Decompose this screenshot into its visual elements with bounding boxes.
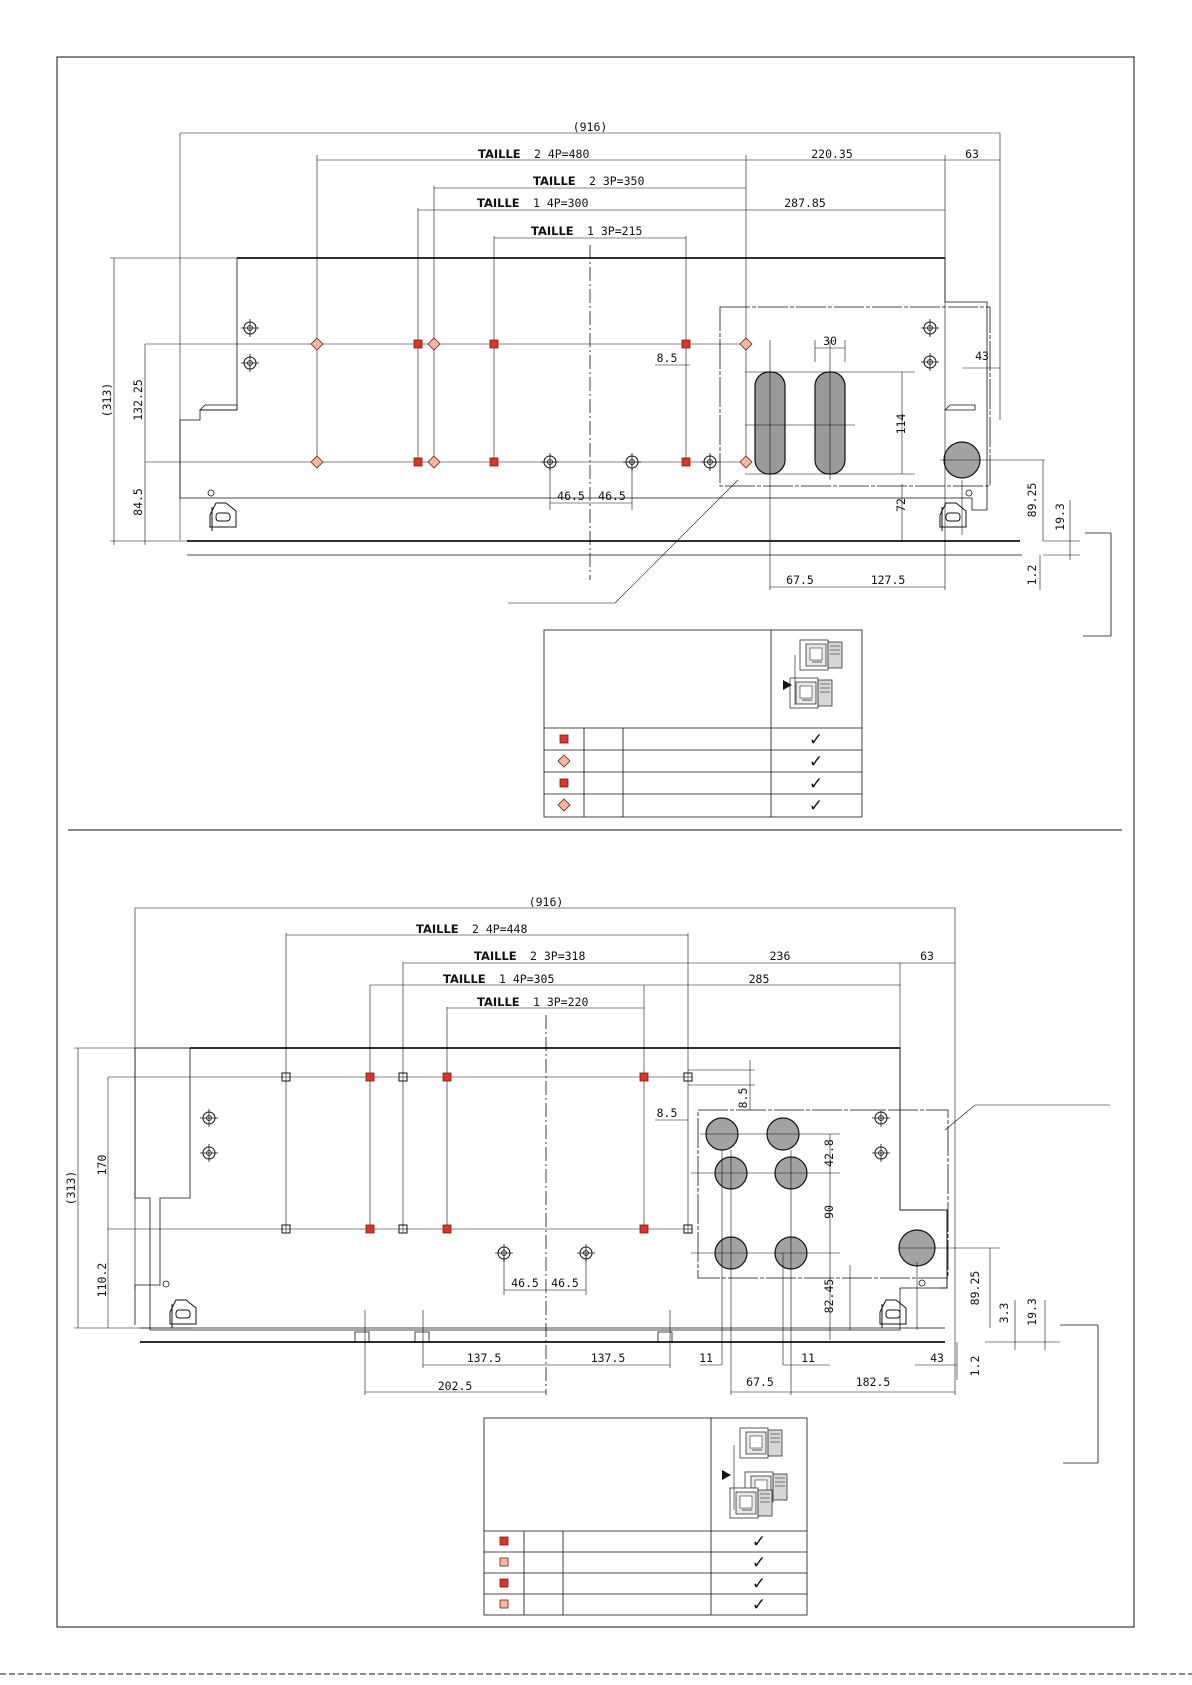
dim-30: 30	[823, 334, 837, 348]
bottom-size-value: 1 3P=220	[533, 995, 588, 1009]
dim-11: 11	[801, 1351, 815, 1365]
top-view: (916) TAILLE 2 4P=480 TAILLE 2 3P=350 TA…	[100, 120, 1112, 818]
dim-8-5: 8.5	[657, 1106, 678, 1120]
top-size-label: TAILLE	[533, 174, 576, 188]
check-icon: ✓	[752, 1595, 766, 1615]
dim-132-25: 132.25	[131, 379, 145, 421]
bottom-size-label: TAILLE	[443, 972, 486, 986]
dim-42-8: 42.8	[822, 1139, 836, 1167]
check-icon: ✓	[809, 730, 823, 750]
dim-46-5: 46.5	[598, 489, 626, 503]
dim-313: (313)	[64, 1171, 78, 1206]
top-overall-dim: (916)	[573, 120, 608, 134]
dim-43: 43	[930, 1351, 944, 1365]
dim-89-25: 89.25	[1025, 483, 1039, 518]
top-size-value: 2 4P=480	[534, 147, 589, 161]
bottom-size-value: 2 3P=318	[530, 949, 585, 963]
dim-46-5: 46.5	[551, 1276, 579, 1290]
top-legend-table: ✓ ✓ ✓ ✓	[543, 629, 863, 818]
bottom-size-value: 2 4P=448	[472, 922, 527, 936]
dim-137-5: 137.5	[591, 1351, 626, 1365]
bottom-size-value: 1 4P=305	[499, 972, 554, 986]
dim-3-3: 3.3	[997, 1303, 1011, 1324]
check-icon: ✓	[809, 752, 823, 772]
check-icon: ✓	[752, 1574, 766, 1594]
dim-8-5: 8.5	[657, 351, 678, 365]
bottom-size-label: TAILLE	[474, 949, 517, 963]
dim-84-5: 84.5	[131, 488, 145, 516]
top-size-label: TAILLE	[477, 196, 520, 210]
dim-72: 72	[894, 498, 908, 512]
check-icon: ✓	[809, 774, 823, 794]
dim-90: 90	[822, 1205, 836, 1219]
page-frame	[56, 56, 1135, 1628]
dim-19-3: 19.3	[1053, 503, 1067, 531]
bottom-view: (916) TAILLE 2 4P=448 TAILLE 2 3P=318 TA…	[64, 895, 1110, 1616]
dim-67-5: 67.5	[786, 573, 814, 587]
dim-89-25: 89.25	[968, 1271, 982, 1306]
dim-287: 287.85	[784, 196, 826, 210]
bottom-legend-table: ✓ ✓ ✓ ✓	[483, 1417, 808, 1616]
dim-285: 285	[749, 972, 770, 986]
dim-170: 170	[95, 1155, 109, 1176]
check-icon: ✓	[752, 1553, 766, 1573]
dim-127-5: 127.5	[871, 573, 906, 587]
dim-114: 114	[894, 414, 908, 435]
dim-63: 63	[965, 147, 979, 161]
bottom-size-label: TAILLE	[416, 922, 459, 936]
check-icon: ✓	[809, 796, 823, 816]
bottom-size-label: TAILLE	[477, 995, 520, 1009]
dim-11: 11	[699, 1351, 713, 1365]
dim-202-5: 202.5	[438, 1379, 473, 1393]
dim-46-5: 46.5	[511, 1276, 539, 1290]
dim-46-5: 46.5	[557, 489, 585, 503]
bottom-overall-dim: (916)	[529, 895, 564, 909]
dim-82-45: 82.45	[822, 1279, 836, 1314]
check-icon: ✓	[752, 1532, 766, 1552]
top-size-label: TAILLE	[531, 224, 574, 238]
dim-19-3: 19.3	[1025, 1298, 1039, 1326]
dim-236: 236	[770, 949, 791, 963]
dim-8-5: 8.5	[736, 1088, 750, 1109]
dim-220: 220.35	[811, 147, 853, 161]
top-size-value: 1 3P=215	[587, 224, 642, 238]
dim-43: 43	[975, 349, 989, 363]
dim-63: 63	[920, 949, 934, 963]
dim-313: (313)	[100, 383, 114, 418]
breaker-icon	[783, 639, 843, 709]
dim-137-5: 137.5	[467, 1351, 502, 1365]
top-size-value: 2 3P=350	[589, 174, 644, 188]
dim-1-2: 1.2	[968, 1356, 982, 1377]
top-size-value: 1 4P=300	[533, 196, 588, 210]
breaker-icon	[722, 1427, 788, 1519]
dim-182-5: 182.5	[856, 1375, 891, 1389]
dim-67-5: 67.5	[746, 1375, 774, 1389]
top-plate-outline	[179, 257, 988, 511]
top-size-label: TAILLE	[478, 147, 521, 161]
dim-110-2: 110.2	[95, 1263, 109, 1298]
dim-1-2: 1.2	[1025, 565, 1039, 586]
